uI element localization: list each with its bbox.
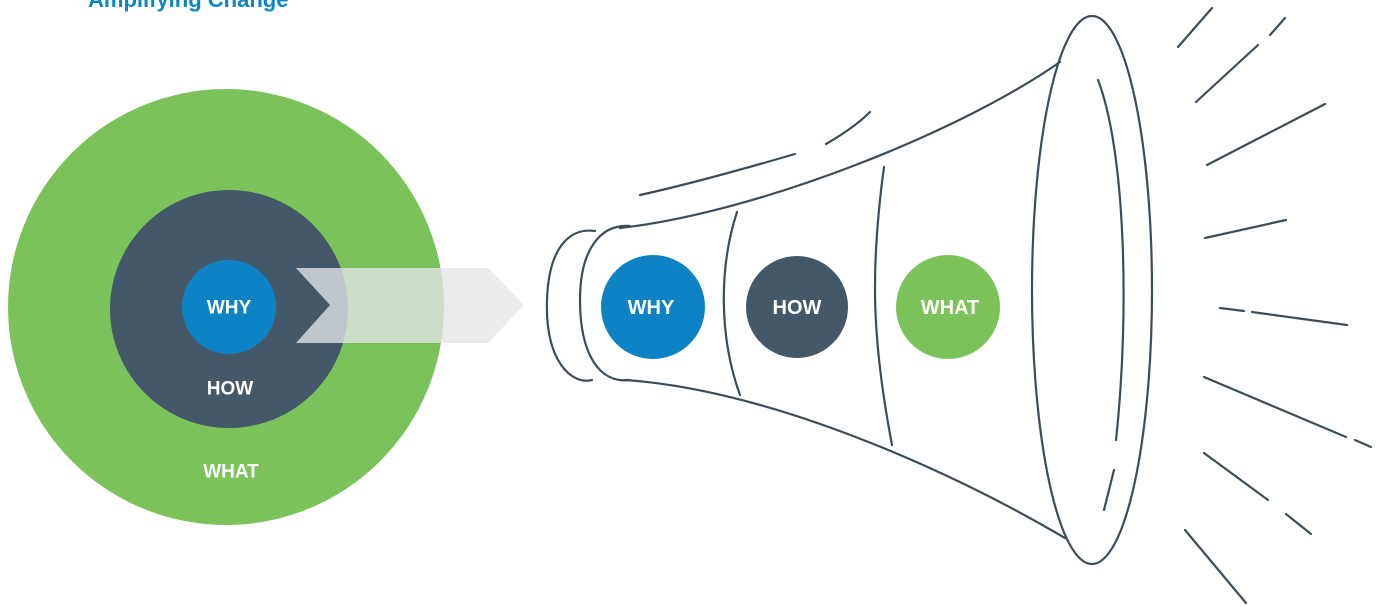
megaphone-what-label: WHAT: [921, 297, 980, 319]
megaphone-what-circle: [896, 255, 1000, 359]
golden-circle: WHY HOW WHAT: [8, 89, 444, 525]
megaphone-why-circle: [601, 255, 705, 359]
megaphone-icon: [545, 14, 1154, 566]
megaphone-how-circle: [746, 256, 848, 358]
megaphone-how-label: HOW: [773, 297, 822, 319]
megaphone-circles: WHY HOW WHAT: [601, 255, 1000, 359]
sound-lines-icon: [1176, 6, 1373, 605]
how-label: HOW: [207, 379, 254, 400]
megaphone-why-label: WHY: [628, 297, 675, 319]
what-label: WHAT: [203, 462, 259, 483]
page-title: Amplifying Change: [88, 0, 288, 13]
why-circle: [182, 260, 276, 354]
why-label: WHY: [207, 298, 252, 319]
chevron-arrow-icon: [296, 268, 524, 343]
